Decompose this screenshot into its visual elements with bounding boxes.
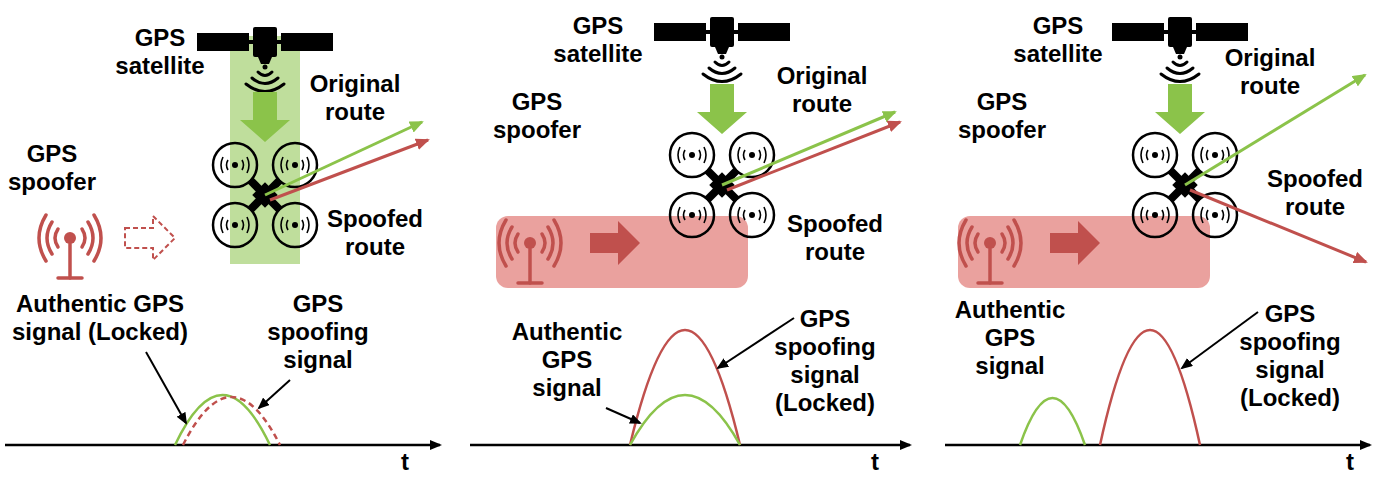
time-axis [5,444,440,447]
time-axis [945,444,1370,447]
satellite-icon [197,27,333,70]
spoofer-antenna [499,220,561,283]
spoof-arrow [590,221,640,265]
spoofing-signal-curve [1100,330,1200,445]
leader-arrow [606,408,640,423]
authentic-signal-curve [175,395,270,445]
satellite-icon [654,17,790,60]
signal-label: Authentic GPS signal [948,296,1073,380]
spoofed-route-arrow [727,122,900,190]
device-label: GPS satellite [1003,12,1113,68]
authentic-signal-band [230,36,300,264]
signal-waves [1161,62,1199,82]
device-label: GPS satellite [543,12,653,68]
time-axis [470,444,910,447]
route-label: Spoofed route [315,205,435,261]
spoofing-signal-curve [630,330,740,445]
signal-arrow [1155,84,1205,134]
device-label: GPS spoofer [2,140,102,196]
signal-arrow [240,92,290,142]
signal-arrow [697,84,747,134]
signal-waves [703,62,741,82]
signal-waves [246,72,284,92]
signal-label: GPS spoofing signal [256,290,381,374]
axis-label: t [1340,448,1360,476]
route-label: Original route [767,62,877,118]
axis-label: t [865,448,885,476]
original-route-arrow [265,122,422,195]
spoofing-signal-curve [183,397,280,445]
route-label: Original route [300,70,410,126]
spoof-arrow [1050,221,1100,265]
device-label: GPS spoofer [487,88,587,144]
spoofer-antenna [959,220,1021,283]
axis-label: t [395,448,415,476]
leader-arrow [259,380,290,408]
device-label: GPS spoofer [952,88,1052,144]
authentic-signal-curve [630,395,740,445]
signal-label: Authentic GPS signal (Locked) [3,290,198,346]
signal-label: GPS spoofing signal (Locked) [763,305,888,417]
route-label: Original route [1215,44,1325,100]
spoofer-antenna [39,215,101,278]
authentic-signal-curve [1020,398,1085,445]
route-label: Spoofed route [775,210,895,266]
spoofed-route-arrow [270,140,428,200]
original-route-arrow [722,112,895,185]
device-label: GPS satellite [105,24,215,80]
route-label: Spoofed route [1255,165,1375,221]
spoof-arrow-dashed [125,216,175,260]
signal-label: GPS spoofing signal (Locked) [1228,300,1353,412]
leader-arrow [146,352,186,423]
signal-label: Authentic GPS signal [505,318,630,402]
